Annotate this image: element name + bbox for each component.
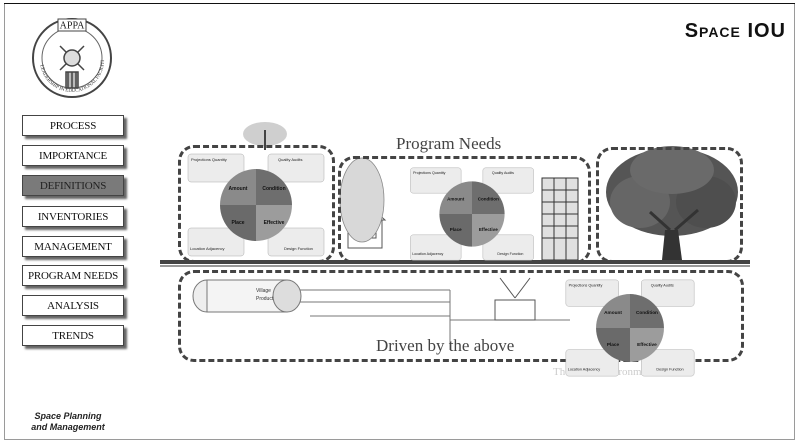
quadrant-effective-text: Effective xyxy=(479,227,498,232)
pipe-label-1: Village xyxy=(256,288,271,294)
quadrant-place-text: Place xyxy=(231,220,244,226)
program-needs-diagram: Village Product Program Needs Driven by … xyxy=(150,120,798,390)
corner-bottom-left-text: Location Adjacency xyxy=(568,367,601,371)
nav-trends-button[interactable]: TRENDS xyxy=(22,325,124,346)
quadrant-effective-text: Effective xyxy=(637,342,657,347)
corner-bottom-left-text: Location Adjacency xyxy=(412,252,443,256)
corner-top-right-text: Quality Audits xyxy=(651,283,674,287)
oak-tree-icon xyxy=(606,146,738,260)
slide-top-border xyxy=(4,3,795,4)
program-needs-label: Program Needs xyxy=(396,134,502,153)
nav-process-button[interactable]: PROCESS xyxy=(22,115,124,136)
quadrant-place-text: Place xyxy=(450,227,462,232)
driven-by-label: Driven by the above xyxy=(376,336,515,355)
nav-analysis-button[interactable]: ANALYSIS xyxy=(22,295,124,316)
corner-top-left-text: Projections Quantity xyxy=(191,157,227,162)
nav-management-button[interactable]: MANAGEMENT xyxy=(22,236,124,257)
nav-inventories-button[interactable]: INVENTORIES xyxy=(22,206,124,227)
quadrant-wheel-bottom: Projections Quantity Quality Audits Loca… xyxy=(565,279,695,377)
tools-emblem-icon xyxy=(59,45,85,89)
corner-bottom-left-text: Location Adjacency xyxy=(190,246,224,251)
quadrant-place-text: Place xyxy=(607,342,620,347)
page-title: Space IOU xyxy=(684,20,786,42)
building-icon xyxy=(541,177,579,261)
nav-program-needs-button[interactable]: PROGRAM NEEDS xyxy=(22,265,124,286)
dashed-box-right xyxy=(596,147,743,263)
quadrant-amount-text: Amount xyxy=(604,310,622,315)
quadrant-amount-text: Amount xyxy=(447,196,465,201)
quadrant-condition-text: Condition xyxy=(478,196,499,201)
corner-top-left-text: Projections Quantity xyxy=(569,283,603,287)
footer-line-1: Space Planning xyxy=(34,411,102,421)
quadrant-amount-text: Amount xyxy=(229,186,248,192)
footer-label: Space Planning and Management xyxy=(12,411,124,433)
nav-importance-button[interactable]: IMPORTANCE xyxy=(22,145,124,166)
dashed-box-bottom xyxy=(178,270,744,362)
corner-bottom-right-text: Design Function xyxy=(284,246,313,251)
appa-logo: APPA LEADERSHIP IN EDUCATIONAL FACILITIE… xyxy=(30,16,112,98)
quadrant-wheel-center: Projections Quantity Quality Audits Loca… xyxy=(410,167,534,261)
pipe-icon xyxy=(192,279,570,350)
dashed-box-center xyxy=(338,156,591,264)
nav-definitions-button[interactable]: DEFINITIONS xyxy=(22,175,124,196)
corner-top-right-text: Quality Audits xyxy=(492,171,514,175)
corner-bottom-right-text: Design Function xyxy=(656,367,683,371)
footer-line-2: and Management xyxy=(31,422,105,432)
corner-top-left-text: Projections Quantity xyxy=(413,171,445,175)
gate-icon xyxy=(494,277,536,321)
dashed-box-left xyxy=(178,145,335,263)
quadrant-condition-text: Condition xyxy=(262,186,285,192)
quadrant-wheel-left: Projections Quantity Quality Audits Loca… xyxy=(187,153,325,257)
logo-org-text: APPA xyxy=(60,21,85,32)
corner-bottom-right-text: Design Function xyxy=(497,252,523,256)
quadrant-effective-text: Effective xyxy=(264,220,285,226)
pipe-label-2: Product xyxy=(256,296,274,302)
corner-top-right-text: Quality Audits xyxy=(278,157,302,162)
quadrant-condition-text: Condition xyxy=(636,310,658,315)
